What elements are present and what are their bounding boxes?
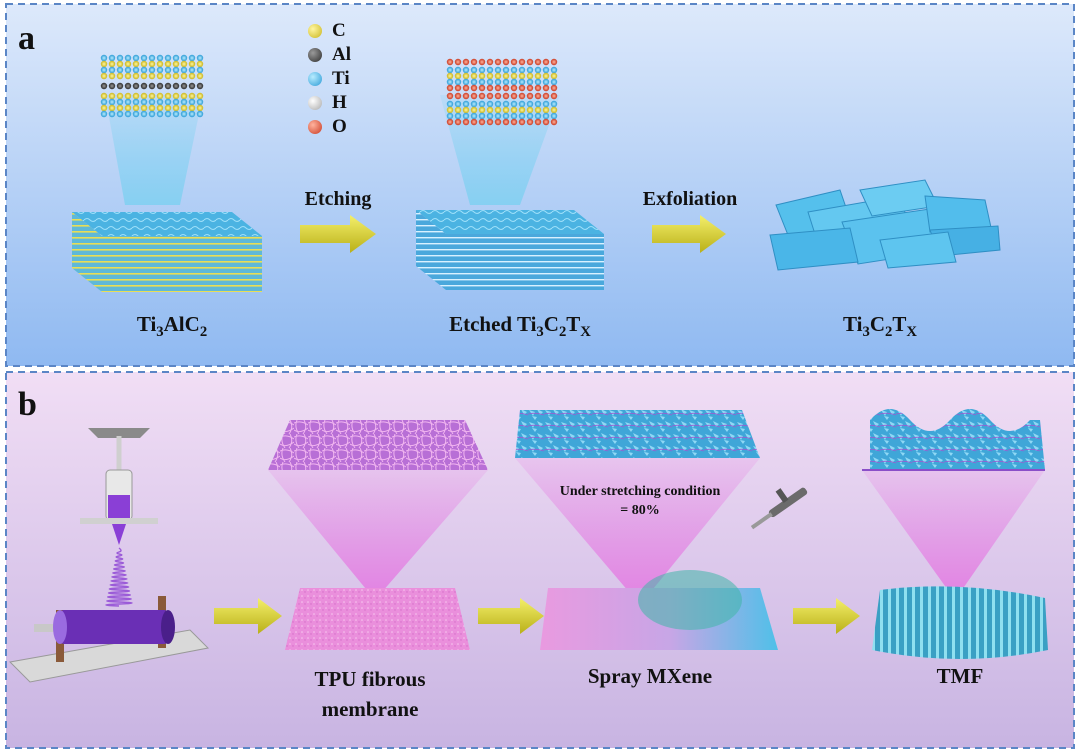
ti3alc2-block [72,212,262,292]
spray-mist [638,570,742,630]
arrow-b3 [793,598,860,634]
arrow-b2 [478,598,544,634]
panel-b-letter: b [18,386,37,423]
tpu-membrane [285,588,470,650]
mxene-slab [515,410,760,458]
arrow-b1 [214,598,282,634]
panel-a-letter: a [18,20,35,57]
tpu-fiber-slab [268,420,488,470]
h-atom-icon [308,96,322,110]
legend-label-al: Al [332,44,351,65]
tmf-ridged-membrane [872,586,1048,659]
tmf-wavy-slab [862,409,1045,471]
caption-ti3alc2: Ti3AlC2 [136,312,208,341]
caption-ti3c2tx: Ti3C2TX [843,312,917,341]
spray-gun [750,487,808,530]
stretch-note-line1: Under stretching condition [559,484,721,499]
etched-block [416,210,604,290]
legend-label-ti: Ti [332,68,350,89]
caption-tmf: TMF [936,664,984,688]
zoom-beam [105,95,203,205]
c-atom-icon [308,24,322,38]
legend-label-o: O [332,116,347,137]
ti-atom-icon [308,72,322,86]
etched-atomic-model [440,58,560,205]
legend-item-c: C [308,20,346,42]
legend-item-o: O [308,116,347,138]
al-atom-icon [308,48,322,62]
caption-spray: Spray MXene [587,664,713,688]
beam-spray [515,458,760,605]
beam-tpu [268,470,488,600]
caption-tpu: TPU fibrous membrane [290,664,450,724]
o-atom-icon [308,120,322,134]
caption-etched-ti3c2tx: Etched Ti3C2TX [449,312,591,341]
legend-label-h: H [332,92,347,113]
caption-tpu-line1: TPU fibrous [314,667,426,691]
etching-arrow [300,215,376,253]
electrospinning-setup [8,428,210,683]
stretch-note-line2: = 80% [620,503,660,518]
exfoliation-arrow [652,215,726,253]
legend-item-ti: Ti [308,68,350,90]
caption-tpu-line2: membrane [321,697,419,721]
exfoliated-flakes [769,179,1001,271]
ti3alc2-atomic-model [100,54,204,205]
legend-item-h: H [308,92,347,114]
legend-label-c: C [332,20,346,41]
stretch-note: Under stretching condition = 80% [530,482,750,520]
etching-label: Etching [304,188,372,210]
legend-item-al: Al [308,44,351,66]
beam-tmf [862,470,1045,600]
exfoliation-label: Exfoliation [642,188,738,210]
